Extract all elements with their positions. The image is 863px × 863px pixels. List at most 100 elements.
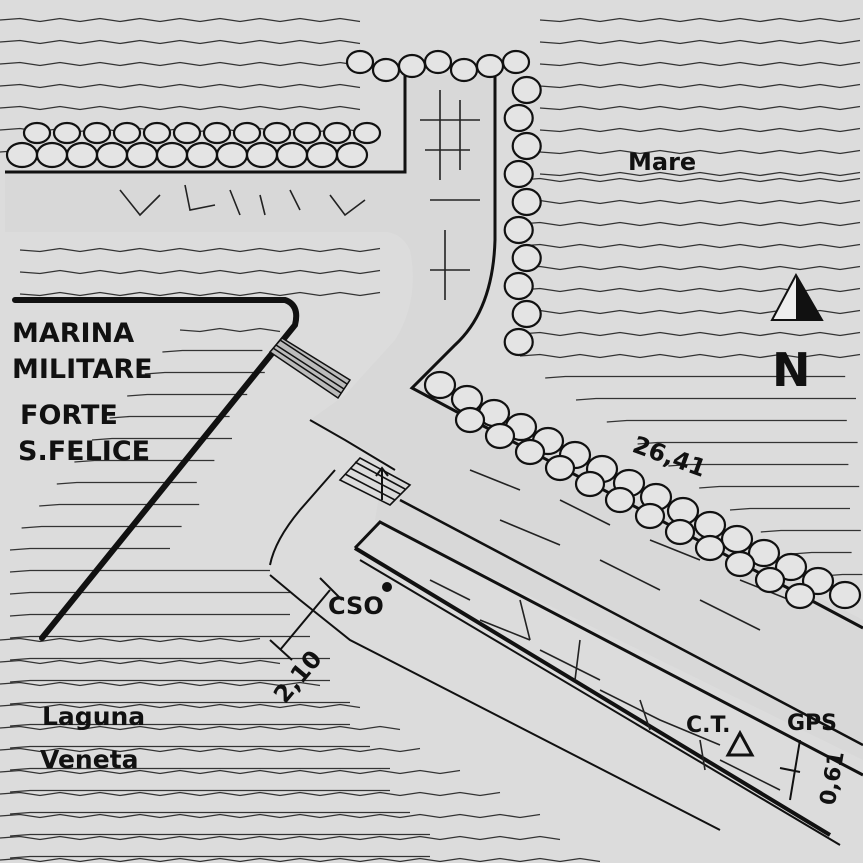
lagoon-line — [9, 855, 430, 859]
lagoon-line — [9, 591, 290, 595]
boulder — [503, 215, 534, 245]
boulder — [604, 486, 636, 514]
lagoon-line — [9, 657, 330, 661]
zone-label-line2: MILITARE — [12, 354, 153, 385]
tide-gauge-triangle-icon — [725, 729, 755, 757]
boulder — [172, 121, 202, 145]
lagoon-line — [0, 681, 321, 687]
sea-label: Mare — [628, 148, 696, 176]
boulder — [484, 422, 516, 450]
sea-line — [519, 265, 861, 271]
sea-line — [637, 441, 858, 445]
sea-line — [539, 17, 861, 23]
lagoon-line — [109, 415, 230, 419]
benchmark-point — [382, 582, 392, 592]
boulder — [202, 121, 232, 145]
lagoon-line — [74, 459, 215, 463]
boulder — [574, 470, 606, 498]
sea-line — [539, 83, 861, 89]
lagoon-line — [0, 791, 501, 797]
boulder — [828, 580, 862, 610]
north-label: N — [772, 343, 811, 397]
lagoon-line — [9, 569, 270, 573]
boulder — [514, 438, 546, 466]
boulder — [371, 57, 401, 83]
boulder — [544, 454, 576, 482]
boulder — [503, 271, 534, 301]
lagoon-line — [9, 745, 370, 749]
lagoon-line — [91, 437, 232, 441]
sea-line — [545, 375, 846, 379]
sea-line — [519, 243, 861, 249]
boulder — [82, 121, 112, 145]
boulder — [511, 187, 542, 217]
boulder — [664, 518, 696, 546]
lagoon-line — [0, 725, 401, 731]
boulder — [397, 53, 427, 79]
boulder — [449, 57, 479, 83]
lagoon-line — [0, 857, 601, 863]
lagoon-label-line2: Veneta — [40, 745, 139, 774]
lagoon-line — [0, 835, 561, 841]
lagoon-line — [9, 547, 170, 551]
sea-line — [0, 17, 361, 23]
boulder — [511, 131, 542, 161]
boulder — [142, 121, 172, 145]
boulder — [503, 159, 534, 189]
sea-line — [0, 39, 361, 45]
lagoon-line — [19, 247, 381, 253]
boulder — [511, 299, 542, 329]
lagoon-line — [9, 613, 290, 617]
sea-line — [539, 127, 861, 133]
boulder — [5, 141, 39, 169]
military-zone-boundary — [12, 297, 300, 641]
gps-label: GPS — [787, 711, 837, 736]
fort-label-line2: S.FELICE — [18, 436, 150, 467]
sea-line — [539, 171, 861, 177]
steps — [338, 456, 412, 506]
lagoon-line — [9, 679, 330, 683]
lagoon-line — [0, 703, 361, 709]
sea-line — [519, 177, 861, 183]
boulder — [232, 121, 262, 145]
boulder — [112, 121, 142, 145]
north-arrow-icon — [770, 272, 824, 321]
sea-line — [0, 83, 361, 89]
boulder — [511, 243, 542, 273]
lagoon-line — [9, 635, 310, 639]
lagoon-line — [9, 701, 350, 705]
boulder — [125, 141, 159, 169]
boulder — [724, 550, 756, 578]
lower-quay — [269, 419, 863, 846]
lagoon-line — [0, 747, 421, 753]
lagoon-line — [0, 637, 261, 643]
sea-line — [760, 529, 861, 533]
boulder — [275, 141, 309, 169]
boulder — [65, 141, 99, 169]
lagoon-hatching — [0, 247, 601, 863]
sea-line — [519, 353, 861, 359]
boulder — [352, 121, 382, 145]
boulder — [52, 121, 82, 145]
sea-line — [729, 507, 850, 511]
boulder — [784, 582, 816, 610]
lagoon-line — [9, 723, 350, 727]
sea-line — [539, 149, 861, 155]
boulder — [322, 121, 352, 145]
sea-line — [519, 331, 861, 337]
lagoon-line — [144, 371, 265, 375]
dimension-cso — [269, 577, 343, 661]
zone-label-line1: MARINA — [12, 318, 134, 349]
lagoon-line — [56, 481, 197, 485]
sea-line — [606, 419, 847, 423]
sea-line — [539, 39, 861, 45]
tide-gauge-label: C.T. — [686, 713, 731, 738]
boulder — [35, 141, 69, 169]
boulder — [774, 552, 808, 582]
boulder — [747, 538, 781, 568]
boulder — [694, 534, 726, 562]
boulder — [693, 510, 727, 540]
boulder — [634, 502, 666, 530]
lagoon-line — [19, 269, 381, 275]
